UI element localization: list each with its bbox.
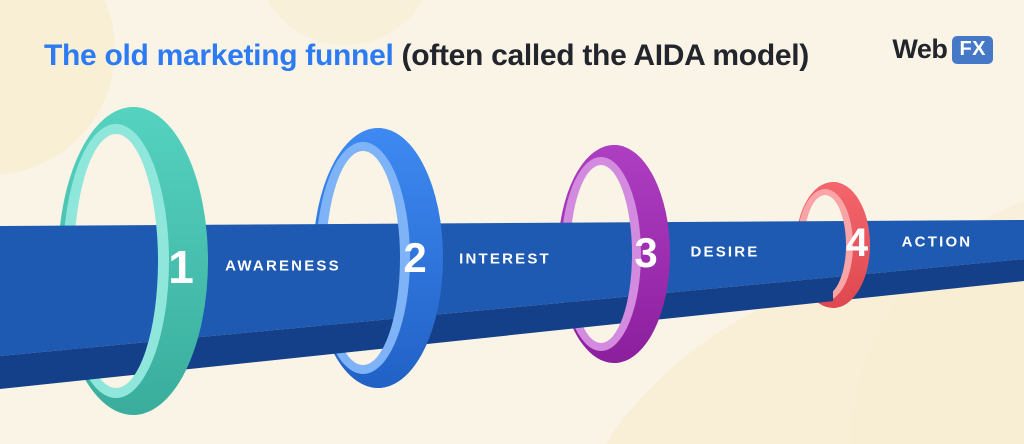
webfx-logo-text: Web	[892, 34, 948, 64]
ring-1-front	[133, 107, 208, 415]
page-title-rest: (often called the AIDA model)	[393, 39, 810, 72]
ring-4-front	[833, 182, 870, 308]
funnel-beam	[0, 220, 1024, 389]
stage-label-interest: INTEREST	[459, 250, 551, 268]
stage-number-1: 1	[168, 241, 194, 293]
stage-number-4: 4	[845, 221, 869, 265]
stage-label-awareness: AWARENESS	[225, 257, 341, 275]
stage-label-desire: DESIRE	[690, 243, 760, 261]
page-title: The old marketing funnel (often called t…	[44, 39, 809, 72]
stage-number-2: 2	[403, 234, 427, 281]
stage-label-action: ACTION	[901, 233, 973, 251]
ring-3-front	[614, 145, 670, 363]
webfx-logo: Web FX	[892, 34, 993, 65]
webfx-logo-badge: FX	[952, 35, 993, 64]
stage-number-3: 3	[634, 229, 658, 276]
ring-2-front	[378, 128, 443, 388]
page-title-highlight: The old marketing funnel	[44, 39, 394, 72]
